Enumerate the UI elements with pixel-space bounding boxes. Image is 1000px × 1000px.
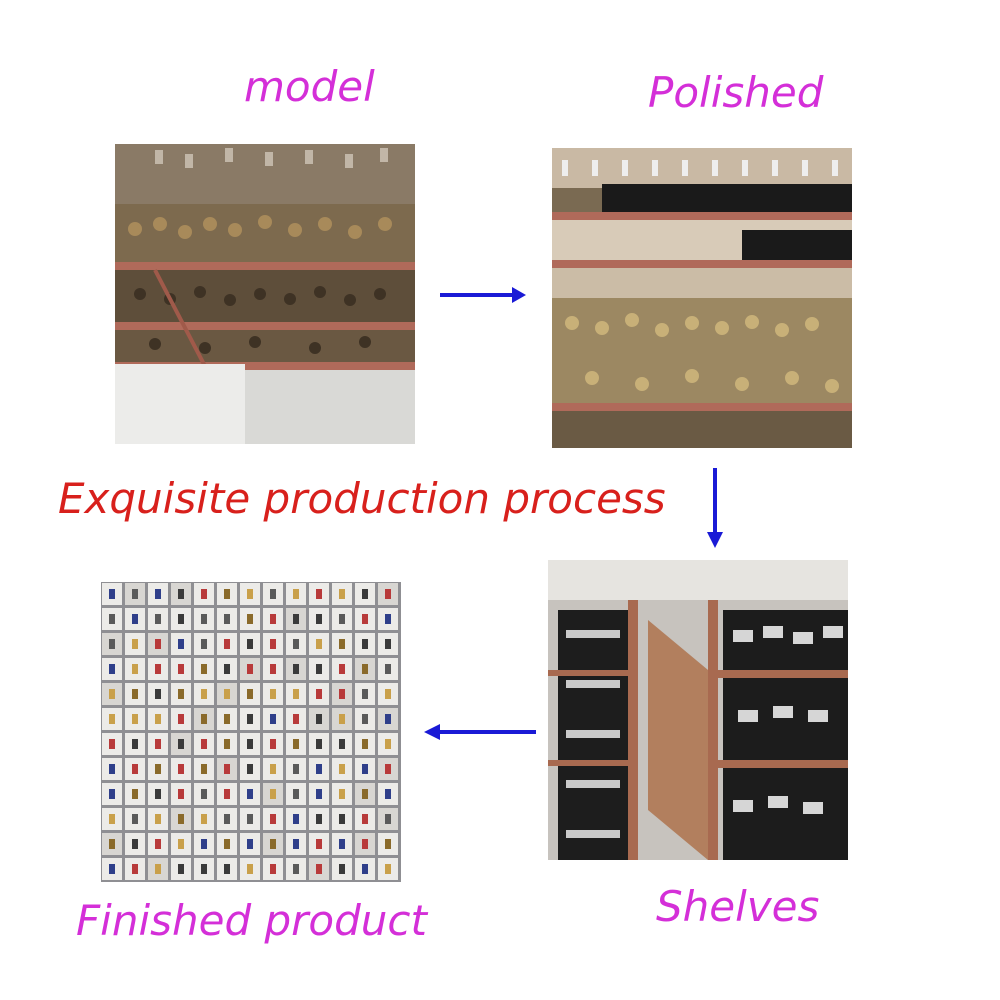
step-label-model: model [244, 62, 375, 111]
shelves-stage-photo [548, 560, 848, 860]
step-label-polished: Polished [648, 68, 824, 117]
headline: Exquisite production process [58, 474, 666, 523]
polished-stage-photo [552, 148, 852, 448]
arrow-right-icon [440, 286, 526, 304]
arrow-down-icon [705, 468, 725, 548]
finished-product-photo [101, 582, 401, 882]
step-label-shelves: Shelves [656, 882, 820, 931]
step-label-finished-product: Finished product [76, 896, 427, 945]
model-stage-photo [115, 144, 415, 444]
arrow-left-icon [424, 722, 536, 742]
